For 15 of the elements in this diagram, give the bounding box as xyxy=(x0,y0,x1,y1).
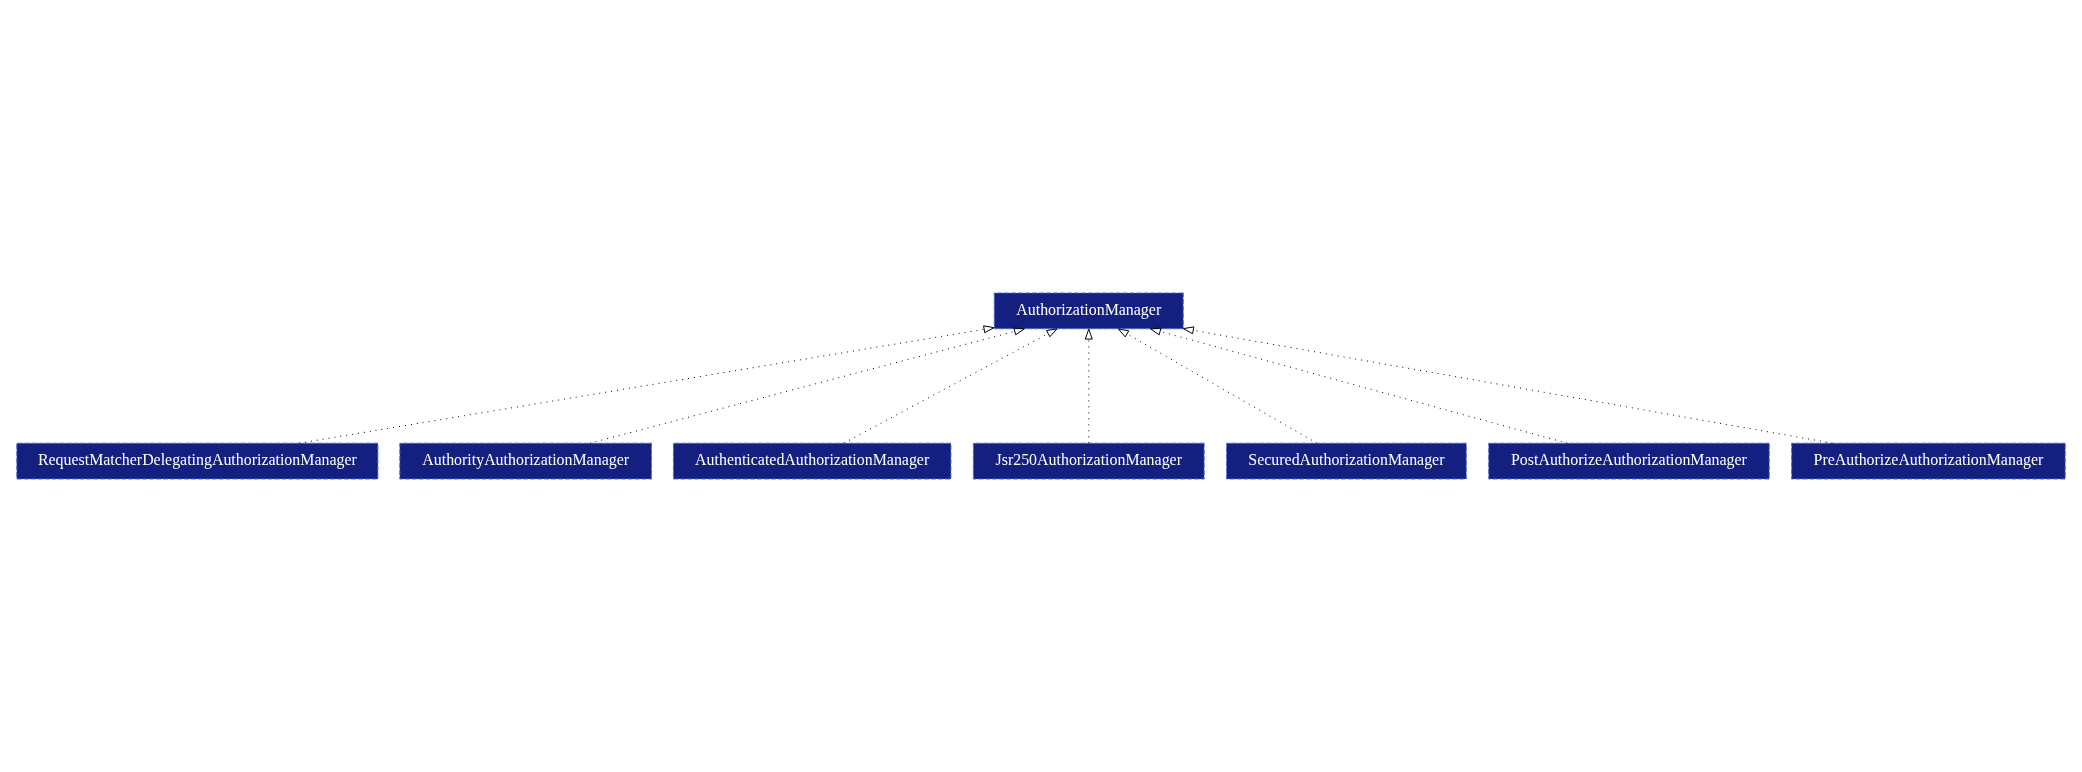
arrow xyxy=(1150,327,1568,444)
arrow xyxy=(298,325,995,444)
node-box: Jsr250AuthorizationManager xyxy=(972,442,1205,480)
node-box: AuthorizationManager xyxy=(993,292,1184,330)
node-box: AuthenticatedAuthorizationManager xyxy=(672,442,952,480)
arrow xyxy=(1117,328,1318,444)
arrow xyxy=(1084,328,1093,444)
node-box: RequestMatcherDelegatingAuthorizationManager xyxy=(16,442,379,480)
arrow xyxy=(1182,326,1833,444)
arrow xyxy=(843,328,1058,444)
node-box: SecuredAuthorizationManager xyxy=(1226,442,1467,480)
node-box: PreAuthorizeAuthorizationManager xyxy=(1791,442,2066,480)
arrow xyxy=(589,327,1025,444)
node-box: AuthorityAuthorizationManager xyxy=(399,442,652,480)
node-box: PostAuthorizeAuthorizationManager xyxy=(1488,442,1770,480)
